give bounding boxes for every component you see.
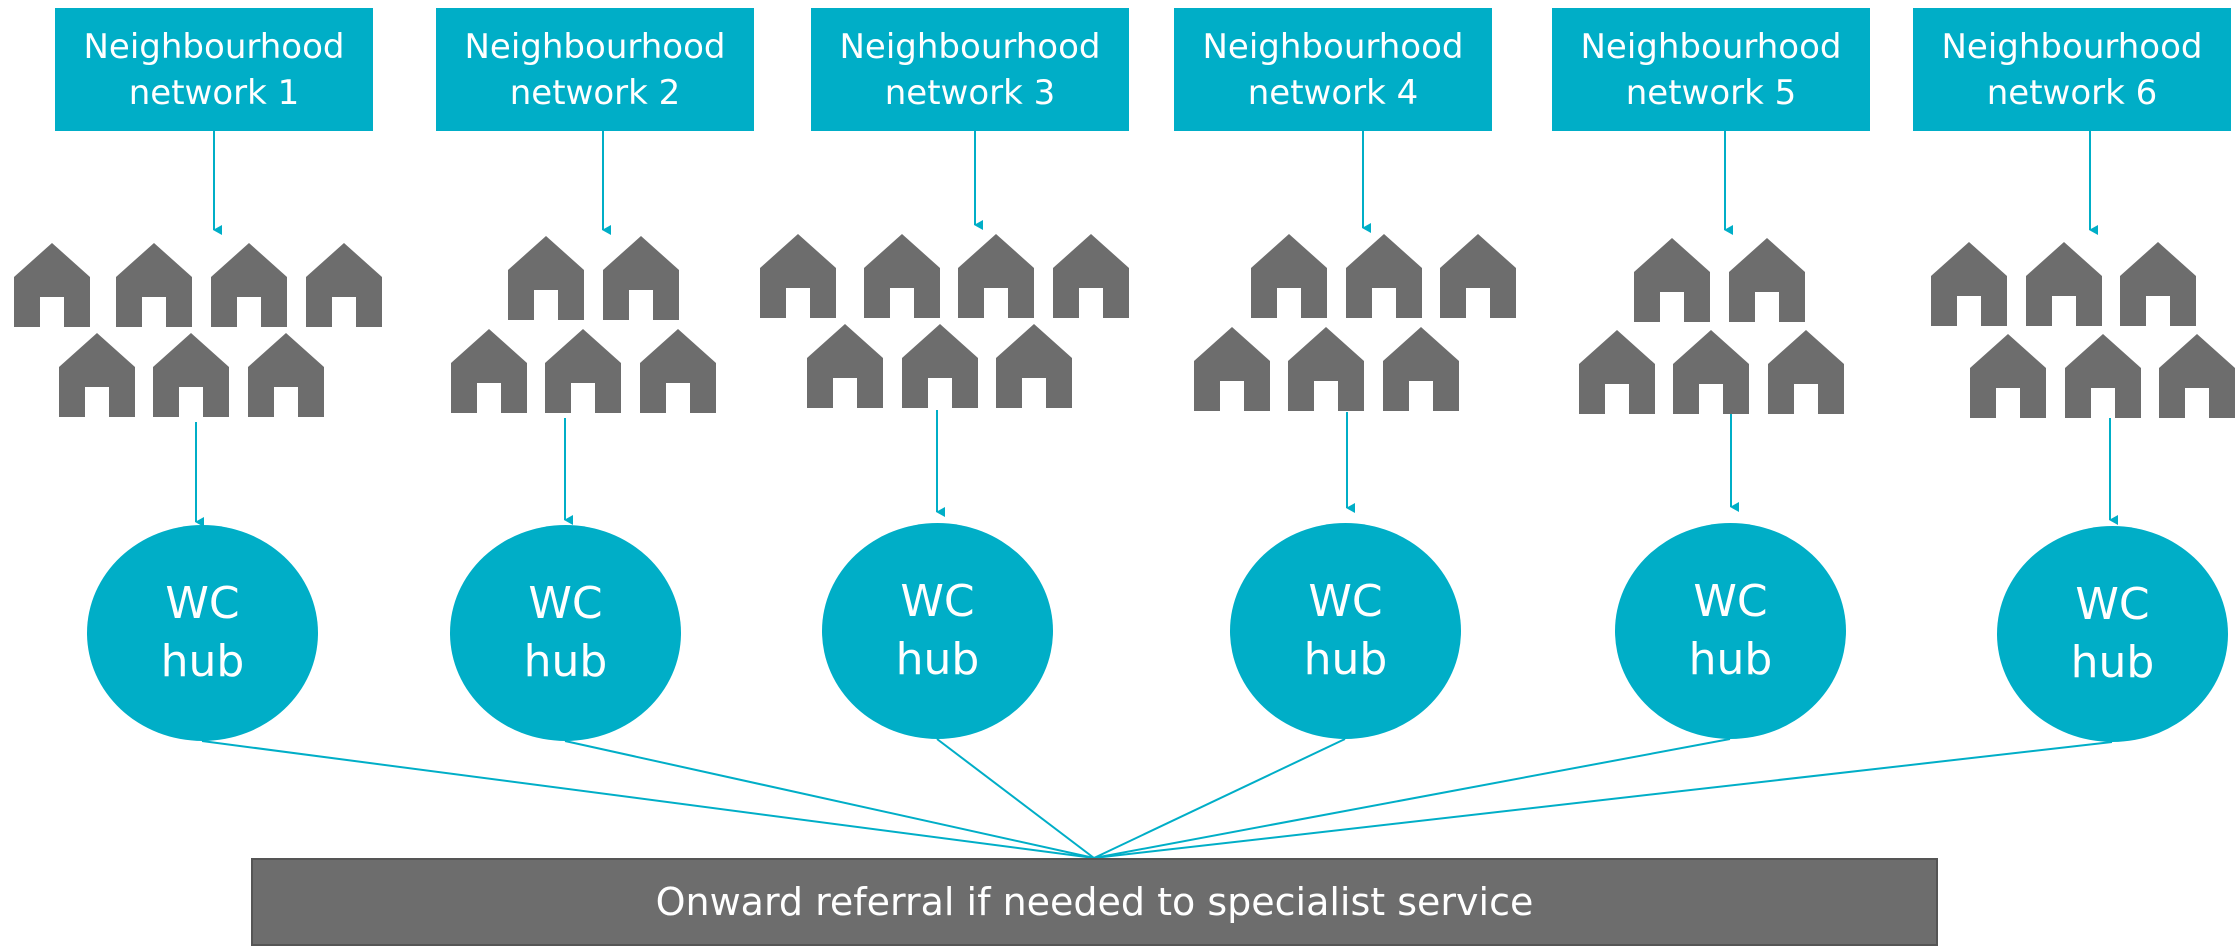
house-icon [1251,234,1327,318]
hub-label-line1: WC [165,578,240,629]
house-icon [116,243,192,327]
house-icon [1383,327,1459,411]
network-box-label-line1: Neighbourhood [839,26,1101,67]
hub-label-line2: hub [160,636,245,687]
network-box-2: Neighbourhood network 2 [436,8,754,131]
house-icon [1768,330,1844,414]
hub-to-referral-line [564,740,1095,859]
house-icon [2159,334,2235,418]
network-box-label-line1: Neighbourhood [83,26,345,67]
wc-hub-6: WC hub [1997,526,2228,742]
house-icon [996,324,1072,408]
house-icon [902,324,978,408]
house-icon [1634,238,1710,322]
house-icon [14,243,90,327]
network-box-4: Neighbourhood network 4 [1174,8,1492,131]
hub-label-line2: hub [1688,634,1773,685]
wc-hub-5: WC hub [1615,523,1846,739]
hub-label-line1: WC [2075,579,2150,630]
hub-label-line1: WC [1308,576,1383,627]
house-icon [1440,234,1516,318]
connector-arrows [195,131,2118,527]
network-box-label-line2: network 3 [884,72,1056,113]
house-icon [1579,330,1655,414]
hub-label-line2: hub [2070,637,2155,688]
referral-connectors [201,738,2113,859]
house-icon [1729,238,1805,322]
hub-to-referral-line [1093,741,2113,859]
hub-to-referral-line [201,740,1095,859]
hub-label-line1: WC [900,576,975,627]
house-icon [1288,327,1364,411]
hub-label-line2: hub [895,634,980,685]
referral-bar: Onward referral if needed to specialist … [251,858,1938,946]
house-icon [545,329,621,413]
house-icon [1931,242,2007,326]
house-icon [153,333,229,417]
house-icon [807,324,883,408]
house-icon [248,333,324,417]
house-icon [508,236,584,320]
house-icon [603,236,679,320]
hub-label-line1: WC [1693,576,1768,627]
hub-label-line1: WC [528,578,603,629]
network-box-label-line1: Neighbourhood [1202,26,1464,67]
house-icon [451,329,527,413]
hub-label-line2: hub [1303,634,1388,685]
network-box-label-line2: network 1 [128,72,300,113]
network-box-6: Neighbourhood network 6 [1913,8,2231,131]
hub-to-referral-line [936,738,1095,859]
wc-hub-1: WC hub [87,525,318,741]
house-icon [2026,242,2102,326]
house-icon [1970,334,2046,418]
wc-hub-2: WC hub [450,525,681,741]
house-groups [14,234,2235,418]
network-box-label-line1: Neighbourhood [464,26,726,67]
network-box-3: Neighbourhood network 3 [811,8,1129,131]
house-icon [864,234,940,318]
wc-hub-4: WC hub [1230,523,1461,739]
house-icon [958,234,1034,318]
network-box-5: Neighbourhood network 5 [1552,8,1870,131]
house-icon [1346,234,1422,318]
hub-label-line2: hub [523,636,608,687]
network-box-label-line2: network 5 [1625,72,1797,113]
house-icon [1053,234,1129,318]
network-box-label-line2: network 4 [1247,72,1419,113]
network-box-label-line1: Neighbourhood [1580,26,1842,67]
house-icon [1673,330,1749,414]
house-icon [59,333,135,417]
house-icon [2065,334,2141,418]
hub-to-referral-line [1093,738,1346,859]
house-icon [2120,242,2196,326]
network-box-label-line2: network 2 [509,72,681,113]
network-box-1: Neighbourhood network 1 [55,8,373,131]
house-icon [640,329,716,413]
house-icon [760,234,836,318]
referral-label: Onward referral if needed to specialist … [655,880,1534,924]
house-icon [211,243,287,327]
network-box-label-line1: Neighbourhood [1941,26,2203,67]
network-box-label-line2: network 6 [1986,72,2158,113]
house-icon [306,243,382,327]
wc-hub-3: WC hub [822,523,1053,739]
hub-to-referral-line [1093,738,1731,859]
house-icon [1194,327,1270,411]
